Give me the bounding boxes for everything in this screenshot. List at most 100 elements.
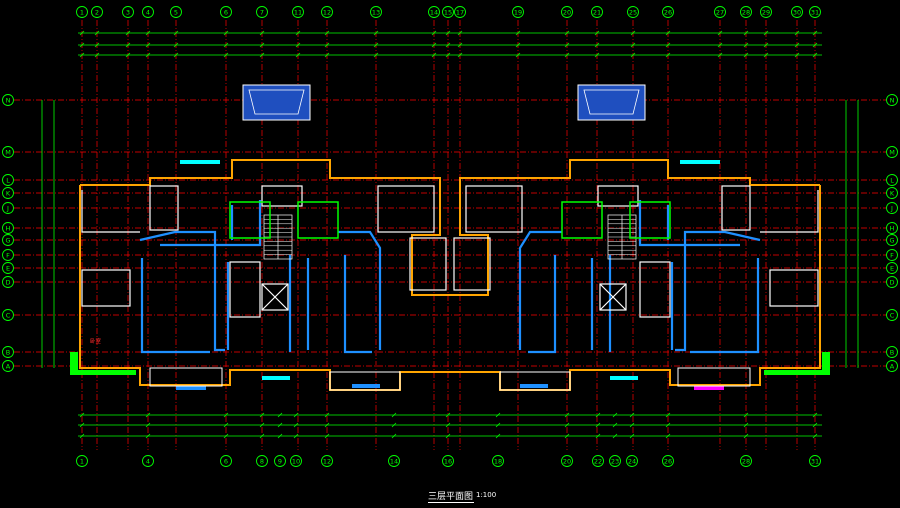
axis-bubble-bottom-label: 4 (146, 458, 150, 466)
axis-bubble-top-label: 11 (294, 9, 302, 17)
axis-bubble-left-label: L (6, 177, 10, 185)
axis-bubble-top: 1 (76, 6, 88, 18)
axis-bubble-top-label: 20 (563, 9, 571, 17)
axis-bubble-bottom-label: 10 (292, 458, 300, 466)
axis-bubble-top-label: 15 (444, 9, 452, 17)
dim-tick (812, 422, 818, 428)
dim-tick (145, 52, 151, 58)
axis-bubble-top: 31 (809, 6, 821, 18)
axis-bubble-top-label: 29 (762, 9, 770, 17)
axis-bubble-top: 2 (91, 6, 103, 18)
axis-bubble-bottom-label: 8 (260, 458, 264, 466)
dim-tick (495, 433, 501, 439)
axis-bubble-bottom: 1 (76, 455, 88, 467)
axis-bubble-bottom-label: 14 (390, 458, 398, 466)
dim-tick (391, 422, 397, 428)
dim-tick (665, 42, 671, 48)
axis-bubble-left: F (2, 249, 14, 261)
axis-bubble-top-label: 17 (456, 9, 464, 17)
axis-bubble-top: 6 (220, 6, 232, 18)
axis-bubble-right-label: G (889, 237, 894, 245)
dim-tick (324, 52, 330, 58)
dim-tick (665, 30, 671, 36)
dim-tick (145, 422, 151, 428)
dim-tick (763, 52, 769, 58)
axis-bubble-top-label: 5 (174, 9, 178, 17)
axis-bubble-left-label: G (5, 237, 10, 245)
dim-tick (223, 433, 229, 439)
axis-bubble-bottom-label: 1 (80, 458, 84, 466)
dim-tick (629, 412, 635, 418)
dim-tick (145, 412, 151, 418)
dim-tick (457, 30, 463, 36)
dim-tick (564, 422, 570, 428)
dim-tick (794, 42, 800, 48)
dim-tick (277, 433, 283, 439)
axis-bubble-bottom: 9 (274, 455, 286, 467)
axis-bubble-top: 17 (454, 6, 466, 18)
dim-tick (612, 412, 618, 418)
interior-walls (139, 200, 761, 354)
dim-tick (259, 412, 265, 418)
dim-tick (743, 422, 749, 428)
axis-bubble-bottom: 28 (740, 455, 752, 467)
dim-tick (94, 42, 100, 48)
axis-bubble-bottom-label: 24 (628, 458, 636, 466)
dim-tick (259, 30, 265, 36)
axis-bubble-right: A (886, 360, 898, 372)
axis-bubble-top: 19 (512, 6, 524, 18)
dim-tick (259, 422, 265, 428)
axis-bubble-top: 15 (442, 6, 454, 18)
axis-bubble-top: 25 (627, 6, 639, 18)
dim-tick (743, 412, 749, 418)
axis-bubble-right: K (886, 187, 898, 199)
dim-tick (629, 433, 635, 439)
axis-bubble-top: 11 (292, 6, 304, 18)
dim-tick (812, 412, 818, 418)
axis-bubble-right-label: H (890, 225, 895, 233)
dim-tick (564, 433, 570, 439)
axis-bubble-bottom-label: 12 (323, 458, 331, 466)
dim-tick (324, 30, 330, 36)
axis-bubble-right-label: N (890, 97, 895, 105)
dim-tick (629, 422, 635, 428)
dim-tick (717, 42, 723, 48)
dimension-ticks (79, 30, 818, 439)
drawing-scale: 1:100 (476, 491, 497, 499)
axis-bubble-top-label: 19 (514, 9, 522, 17)
axis-bubble-top-label: 26 (664, 9, 672, 17)
axis-bubble-top: 12 (321, 6, 333, 18)
dim-tick (145, 42, 151, 48)
axis-bubble-right-label: B (890, 349, 894, 357)
dim-tick (431, 30, 437, 36)
dim-tick (812, 52, 818, 58)
axis-bubble-right: C (886, 309, 898, 321)
axis-bubble-right: F (886, 249, 898, 261)
axis-bubble-top-label: 6 (224, 9, 228, 17)
axis-bubble-right: J (886, 202, 898, 214)
dim-tick (125, 42, 131, 48)
dim-tick (445, 433, 451, 439)
axis-bubble-top-label: 13 (372, 9, 380, 17)
axis-bubble-right-label: J (890, 205, 893, 213)
axis-bubble-left-label: H (6, 225, 11, 233)
axis-bubble-bottom: 6 (220, 455, 232, 467)
axis-bubble-bottom-label: 23 (611, 458, 619, 466)
axis-bubble-right: M (886, 146, 898, 158)
dim-tick (324, 433, 330, 439)
axis-bubble-right-label: C (890, 312, 895, 320)
axis-bubble-bottom: 12 (321, 455, 333, 467)
axis-bubble-left: M (2, 146, 14, 158)
dim-tick (391, 433, 397, 439)
dim-tick (665, 422, 671, 428)
dim-tick (564, 52, 570, 58)
dim-tick (223, 42, 229, 48)
axis-bubble-left: J (2, 202, 14, 214)
dim-tick (173, 42, 179, 48)
axis-bubble-left-label: M (5, 149, 11, 157)
stair-steps (264, 219, 636, 255)
dim-tick (431, 42, 437, 48)
dim-tick (595, 412, 601, 418)
dim-tick (145, 30, 151, 36)
